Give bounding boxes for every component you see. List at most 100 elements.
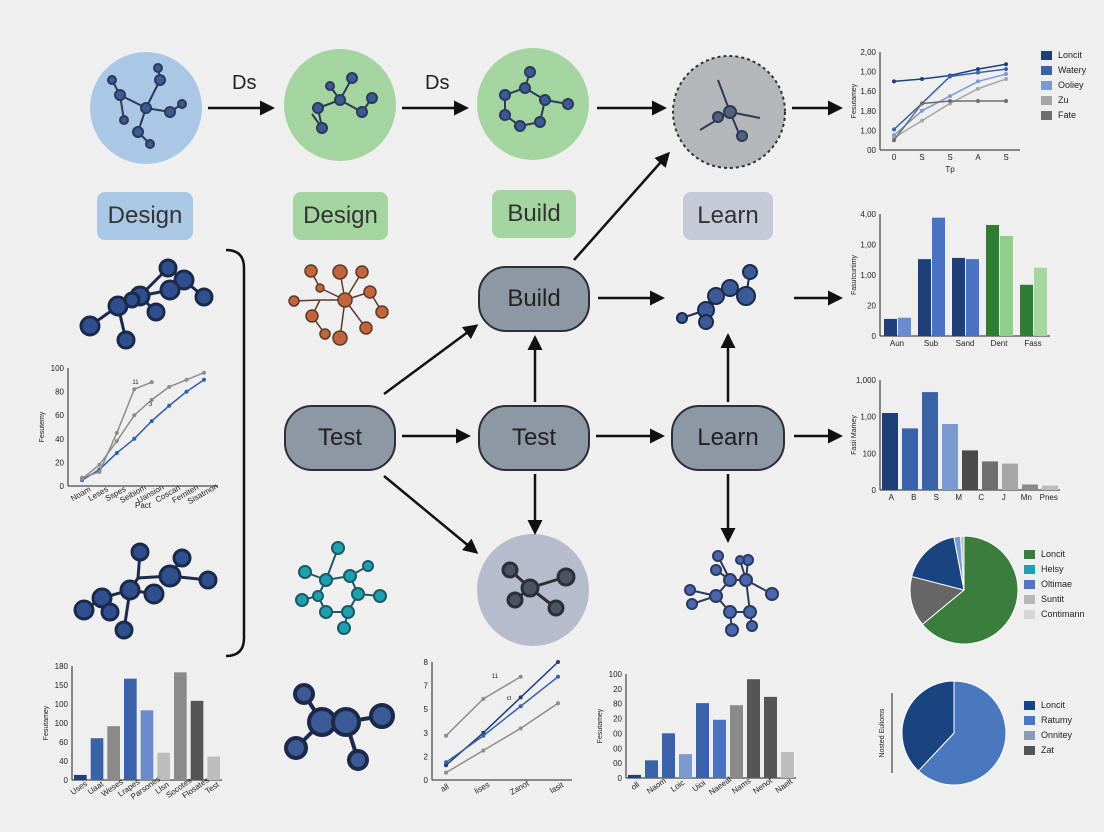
bar (922, 392, 938, 490)
x-tick-label: A (975, 153, 981, 162)
y-tick-label: 00 (613, 729, 622, 738)
data-point (481, 696, 486, 701)
annotation: 11 (132, 380, 139, 386)
data-point (184, 377, 189, 382)
bar (932, 217, 945, 336)
bar (107, 726, 120, 780)
legend-swatch (1024, 610, 1035, 620)
y-axis-label: Fesutamey (597, 708, 604, 743)
pie-slice (960, 535, 965, 591)
bar (730, 705, 743, 778)
data-point (444, 763, 448, 768)
pie-slice (911, 536, 965, 591)
legend-swatch (1041, 96, 1052, 106)
stage-label-design: Design (303, 202, 378, 229)
node-test[interactable]: Test (478, 405, 590, 471)
stage-pill-bg (683, 192, 773, 240)
data-point (1004, 62, 1008, 67)
legend-item: Contimann (1024, 607, 1085, 622)
y-tick-label: 7 (424, 682, 429, 691)
data-point (132, 387, 137, 392)
y-tick-label: 150 (55, 681, 69, 690)
data-point (976, 86, 980, 91)
y-tick-label: 00 (613, 744, 622, 753)
data-point (948, 74, 952, 79)
data-point (556, 660, 560, 664)
molecule-icon (288, 264, 389, 346)
legend-item: Ratumy (1024, 713, 1072, 728)
bar (124, 678, 137, 780)
legend-item: Loncit (1041, 48, 1086, 63)
y-tick-label: 5 (424, 705, 429, 714)
stage-label-learn: Learn (697, 202, 759, 229)
node-learn[interactable]: Learn (671, 405, 785, 471)
y-tick-label: 1,60 (860, 87, 876, 96)
y-tick-label: 0 (872, 486, 877, 495)
pie-slice (901, 680, 955, 772)
x-tick-label: oll (629, 780, 641, 792)
bar (190, 700, 204, 780)
legend-swatch (1041, 66, 1052, 76)
data-point (518, 674, 523, 679)
bar (962, 450, 978, 490)
y-tick-label: 0 (64, 776, 69, 785)
bar (884, 318, 897, 336)
bar (207, 756, 220, 780)
bar (1042, 485, 1058, 490)
molecule-icon (684, 550, 779, 637)
legend-label: Loncit (1058, 50, 1083, 60)
data-point (114, 430, 119, 435)
bar (986, 224, 999, 336)
legend-label: Ratumy (1041, 715, 1073, 725)
legend-label: Loncit (1041, 700, 1066, 710)
bar (1000, 235, 1013, 336)
bar (952, 257, 965, 336)
y-axis-label: Fasii Mamey (851, 415, 858, 455)
series-line (445, 676, 559, 763)
bar (679, 754, 692, 778)
data-point (184, 389, 189, 394)
arrow (383, 324, 479, 396)
x-tick-label: Naelt (774, 776, 795, 795)
y-tick-label: 20 (613, 685, 622, 694)
y-tick-label: 0 (618, 774, 623, 783)
x-tick-label: Zanot (508, 778, 531, 796)
stage-pill-bg (97, 192, 193, 240)
data-point (1004, 99, 1008, 103)
bar (645, 760, 658, 778)
bar (713, 719, 726, 778)
molecule-icon (501, 561, 576, 617)
legend-label: Zu (1058, 95, 1069, 105)
legend-swatch (1024, 580, 1035, 590)
legend-swatch (1024, 731, 1035, 741)
legend-label: Onnitey (1041, 730, 1073, 740)
legend-label: Loncit (1041, 549, 1066, 559)
series-line (445, 702, 559, 774)
data-point (149, 419, 154, 424)
edge-label-ds: Ds (232, 72, 257, 94)
y-tick-label: 40 (55, 435, 64, 444)
y-tick-label: 40 (59, 757, 68, 766)
x-tick-label: Pnes (1040, 493, 1058, 502)
y-tick-label: 60 (55, 411, 64, 420)
data-point (167, 384, 172, 389)
data-point (920, 118, 924, 123)
stage-label-design: Design (107, 202, 183, 229)
node-build[interactable]: Build (478, 266, 590, 332)
data-point (202, 370, 206, 375)
molecule-icon (699, 79, 761, 142)
bar (1034, 267, 1047, 336)
y-tick-label: 00 (613, 759, 622, 768)
data-point (97, 462, 102, 467)
x-tick-label: Aun (890, 339, 904, 348)
x-tick-label: J (1002, 493, 1006, 502)
pie-slice (921, 535, 1019, 645)
legend-item: Oltimae (1024, 577, 1085, 592)
y-tick-label: 80 (613, 700, 622, 709)
legend-label: Contimann (1041, 609, 1085, 619)
data-point (444, 770, 448, 775)
node-test[interactable]: Test (284, 405, 396, 471)
bar (1022, 484, 1038, 490)
bar (764, 696, 777, 778)
